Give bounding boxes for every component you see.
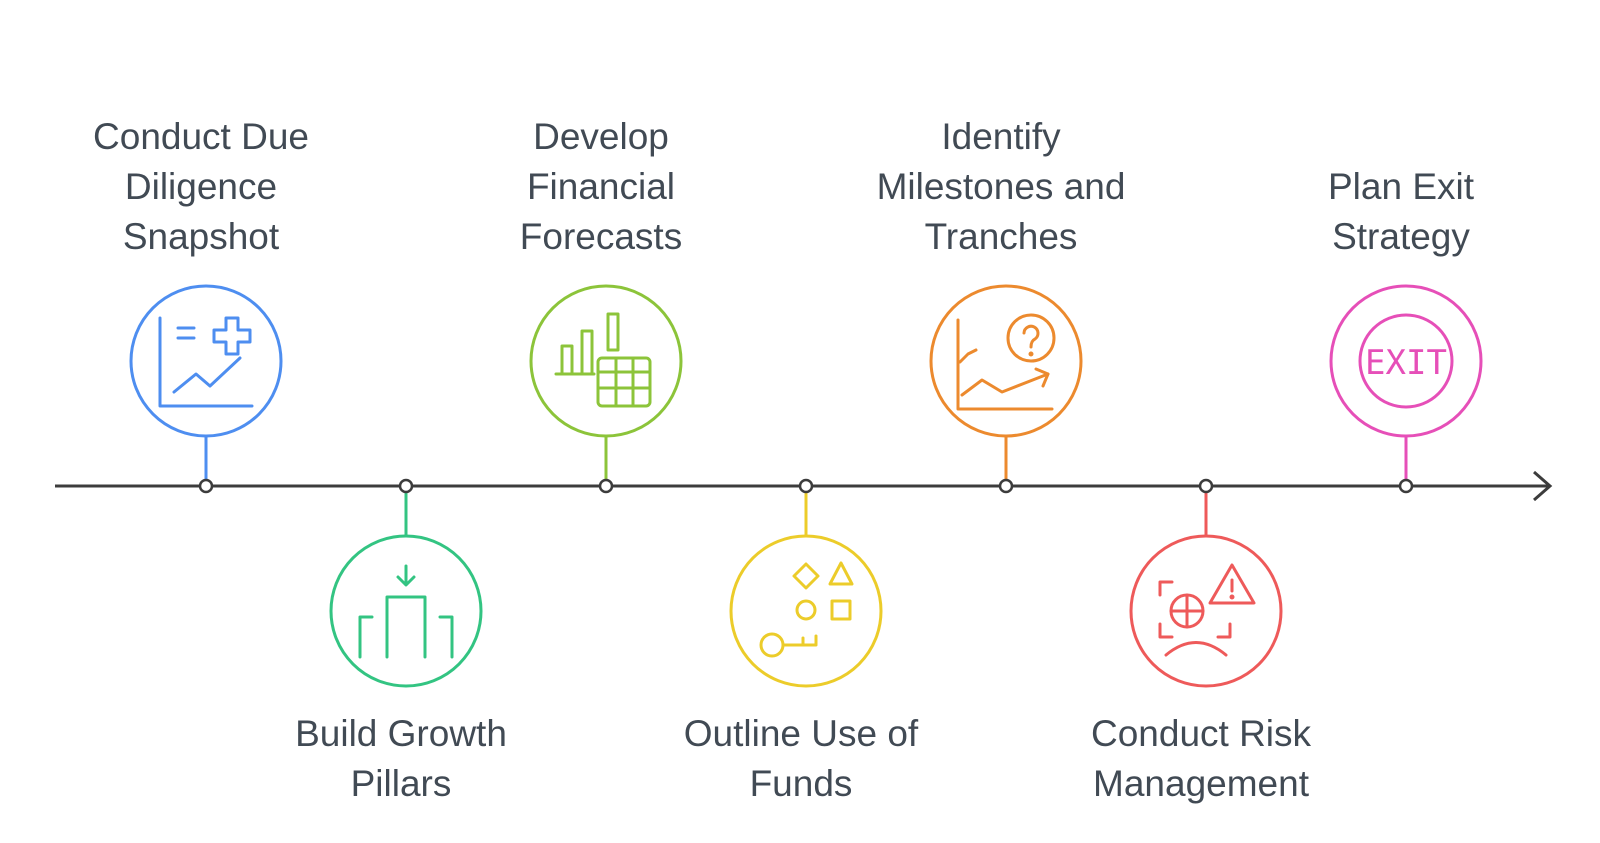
label-line: Milestones and [876,166,1126,207]
label-line: Conduct Risk [1090,713,1312,754]
label-line: Outline Use of [683,713,919,754]
timeline-node [1198,478,1214,494]
step-use-of-funds [729,478,883,688]
step-badge [529,284,683,438]
label-line: Funds [749,763,853,804]
step-due-diligence [129,284,283,494]
step-label-exit-strategy: Plan Exit Strategy [1261,162,1541,262]
step-badge [1329,284,1483,438]
exit-icon-text: EXIT [1365,343,1447,383]
step-badge [329,534,483,688]
pillars-icon [358,564,454,659]
label-line: Conduct Due [93,116,309,157]
timeline-node [798,478,814,494]
timeline-node [598,478,614,494]
label-line: Forecasts [519,216,683,257]
label-line: Strategy [1332,216,1470,257]
step-label-growth-pillars: Build Growth Pillars [261,709,541,809]
timeline-node [998,478,1014,494]
step-financial-forecasts [529,284,683,494]
timeline-node [398,478,414,494]
step-exit-strategy: EXIT [1329,284,1483,494]
step-badge [929,284,1083,438]
label-line: Build Growth [295,713,507,754]
step-growth-pillars [329,478,483,688]
step-label-risk-management: Conduct Risk Management [1061,709,1341,809]
label-line: Management [1093,763,1309,804]
timeline-node [198,478,214,494]
exit-icon: EXIT [1358,313,1454,409]
step-risk-management [1129,478,1283,688]
step-label-use-of-funds: Outline Use of Funds [661,709,941,809]
timeline-arrowhead [1533,470,1553,502]
step-badge [729,534,883,688]
trend-question-icon [956,313,1056,411]
label-line: Financial [526,166,676,207]
label-line: Tranches [924,216,1078,257]
label-line: Plan Exit [1327,166,1474,207]
label-line: Identify [941,116,1061,157]
risk-warning-icon [1158,563,1256,657]
chart-plus-icon [158,316,254,408]
step-badge [129,284,283,438]
label-line: Develop [533,116,669,157]
label-line: Diligence [124,166,278,207]
bar-chart-table-icon [554,312,652,408]
step-label-due-diligence: Conduct Due Diligence Snapshot [61,112,341,262]
timeline-node [1398,478,1414,494]
label-line: Pillars [350,763,452,804]
step-badge [1129,534,1283,688]
shapes-key-icon [759,561,854,658]
step-label-financial-forecasts: Develop Financial Forecasts [461,112,741,262]
label-line: Snapshot [122,216,280,257]
step-label-milestones: Identify Milestones and Tranches [861,112,1141,262]
step-milestones [929,284,1083,494]
